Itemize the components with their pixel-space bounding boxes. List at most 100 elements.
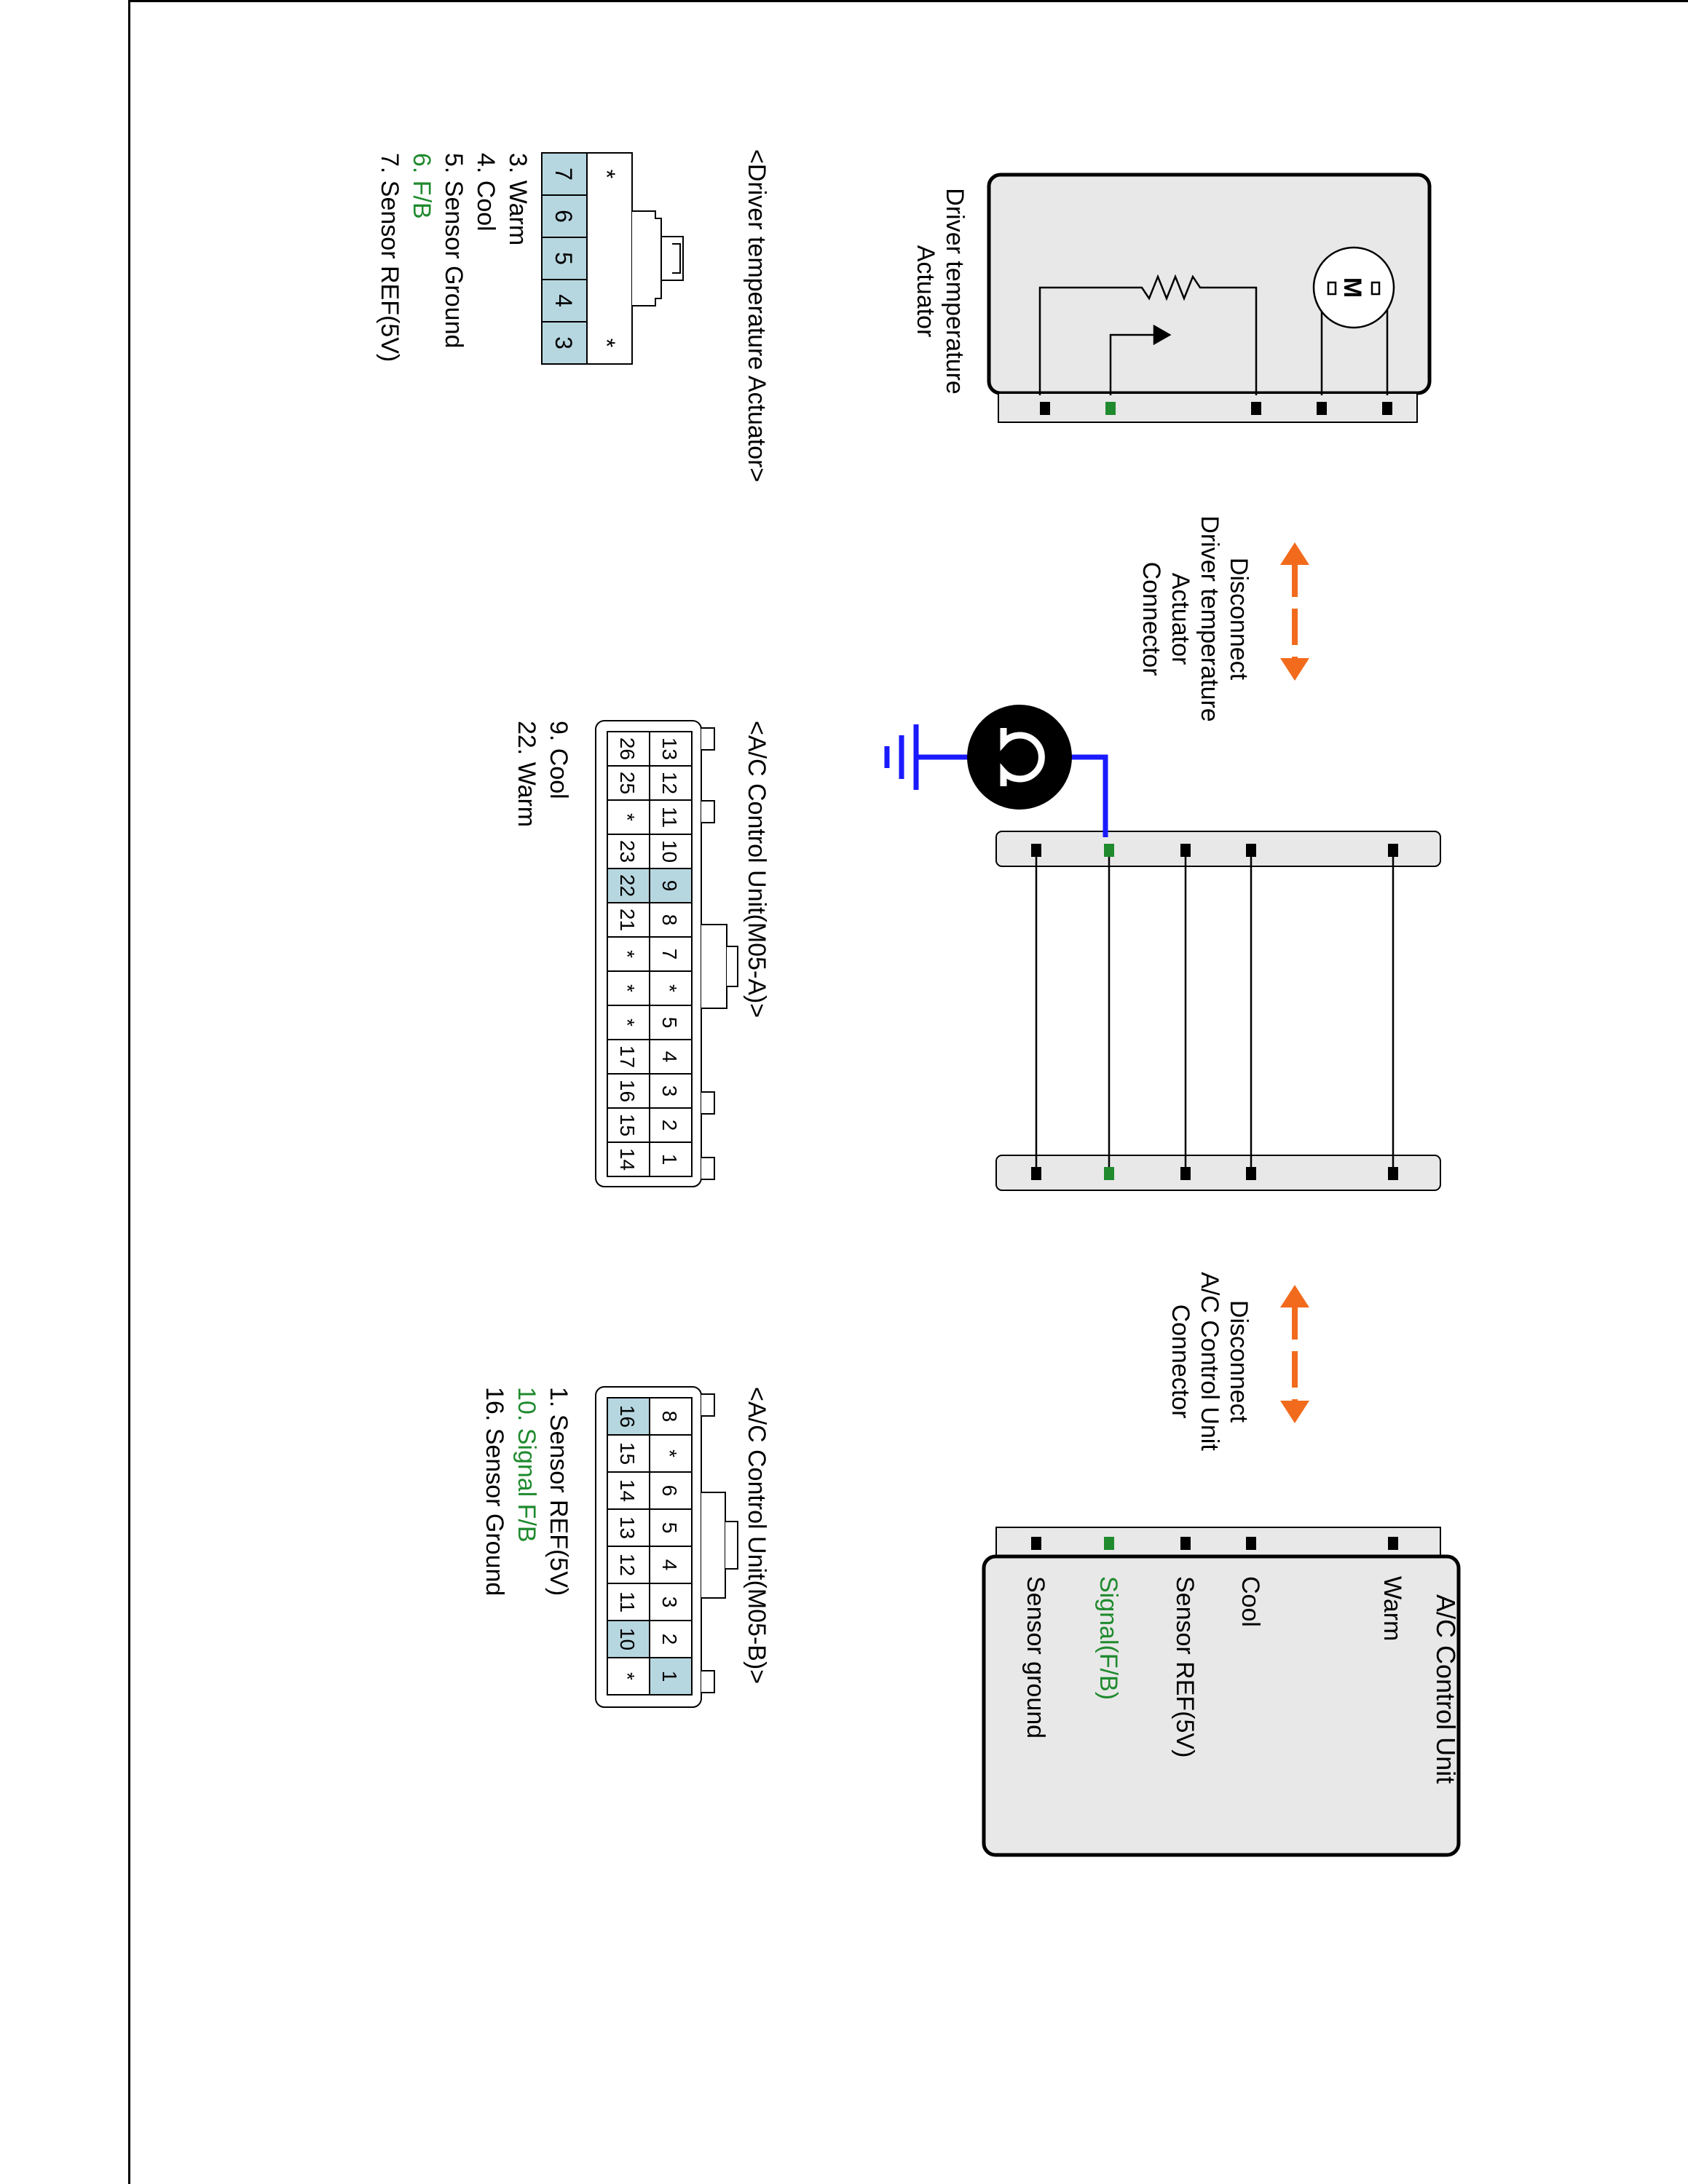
cu-pin-cool: Cool xyxy=(1237,1576,1264,1627)
pin-label: 8 xyxy=(658,1411,681,1423)
pin-label: 16 xyxy=(616,1080,639,1102)
pin-label: 14 xyxy=(616,1148,639,1171)
pin-label: 13 xyxy=(658,737,681,760)
disconnect1-line1: Disconnect xyxy=(1225,558,1253,681)
pin-label: 4 xyxy=(658,1051,681,1063)
svg-text:7. Sensor REF(5V): 7. Sensor REF(5V) xyxy=(376,153,403,362)
pin-7: 7 xyxy=(551,167,577,181)
pin-cell xyxy=(607,1657,650,1696)
pin-label: * xyxy=(616,1018,639,1026)
actuator-title-line1: Driver temperature xyxy=(941,188,969,394)
cu-pin-sensor-ground: Sensor ground xyxy=(1022,1576,1049,1738)
svg-text:9. Cool: 9. Cool xyxy=(545,721,572,799)
cu-pin-warm: Warm xyxy=(1379,1576,1406,1641)
motor-label: M xyxy=(1338,277,1366,298)
svg-text:16. Sensor Ground: 16. Sensor Ground xyxy=(481,1387,508,1596)
connector-actuator-title: <Driver temperature Actuator> xyxy=(743,149,770,482)
pin-star: * xyxy=(593,170,620,178)
pin-label: 10 xyxy=(658,840,681,863)
pin-label: 15 xyxy=(616,1442,639,1465)
svg-text:6. F/B: 6. F/B xyxy=(408,153,435,219)
pin-label: 5 xyxy=(658,1017,681,1029)
terminal xyxy=(1040,402,1050,415)
connector-m05a-legend: 9. Cool 22. Warm xyxy=(513,721,572,827)
disconnect1-line2: Driver temperature xyxy=(1196,515,1223,721)
wiring-harness xyxy=(995,831,1441,1191)
pin-label: 6 xyxy=(658,1485,681,1497)
pin-label: 25 xyxy=(616,772,639,794)
pin-label: 9 xyxy=(658,880,681,892)
ground-icon xyxy=(884,724,919,790)
pin-label: 1 xyxy=(658,1671,681,1682)
actuator-box: M xyxy=(987,173,1432,423)
actuator-terminals xyxy=(1040,402,1392,415)
terminal xyxy=(1317,402,1327,415)
pin-label: 1 xyxy=(658,1154,681,1166)
terminal xyxy=(1382,402,1392,415)
ohmmeter-icon xyxy=(916,705,1108,837)
pin-6: 6 xyxy=(551,210,577,223)
pin-label: * xyxy=(616,1672,639,1680)
pin-label: 10 xyxy=(616,1628,639,1650)
pin-label: 8 xyxy=(658,914,681,926)
disconnect2-line1: Disconnect xyxy=(1225,1300,1253,1423)
pin-label: 21 xyxy=(616,909,639,931)
connector-m05b-legend: 1. Sensor REF(5V) 10. Signal F/B 16. Sen… xyxy=(481,1387,572,1596)
terminal xyxy=(1251,402,1261,415)
connector-actuator-legend: 3. Warm 4. Cool 5. Sensor Ground 6. F/B … xyxy=(376,153,532,362)
control-unit-box xyxy=(982,1527,1461,1857)
svg-text:3. Warm: 3. Warm xyxy=(504,153,532,245)
pin-label: 12 xyxy=(616,1554,639,1576)
svg-text:10. Signal F/B: 10. Signal F/B xyxy=(513,1387,540,1543)
pin-label: 7 xyxy=(658,949,681,960)
pin-label: 13 xyxy=(616,1516,639,1539)
pin-label: 11 xyxy=(616,1591,639,1613)
svg-text:4. Cool: 4. Cool xyxy=(472,153,500,232)
pin-label: 11 xyxy=(658,807,681,828)
pin-label: 17 xyxy=(616,1045,639,1068)
pin-label: 5 xyxy=(658,1522,681,1534)
pin-label: * xyxy=(658,984,681,992)
pin-label: * xyxy=(616,984,639,992)
svg-text:5. Sensor Ground: 5. Sensor Ground xyxy=(440,153,468,348)
pin-label: * xyxy=(616,813,639,821)
pin-star: * xyxy=(593,339,620,347)
pin-label: 15 xyxy=(616,1114,639,1136)
pin-4: 4 xyxy=(551,294,577,307)
disconnect1-line4: Connector xyxy=(1137,562,1165,676)
cu-pin-sensor-ref: Sensor REF(5V) xyxy=(1171,1576,1199,1757)
connector-actuator: * * 7 6 5 4 3 xyxy=(541,152,684,365)
pin-label: 12 xyxy=(658,772,681,794)
potentiometer-icon xyxy=(1038,274,1258,395)
pin-cell xyxy=(607,1142,650,1177)
svg-text:22. Warm: 22. Warm xyxy=(513,721,540,827)
svg-text:1. Sensor REF(5V): 1. Sensor REF(5V) xyxy=(545,1387,572,1596)
pin-label: * xyxy=(616,950,639,958)
cu-pin-signal-fb: Signal(F/B) xyxy=(1095,1576,1122,1700)
pin-label: 2 xyxy=(658,1634,681,1645)
actuator-title-line2: Actuator xyxy=(912,245,939,338)
disconnect1-line3: Actuator xyxy=(1167,573,1194,665)
pin-label: 23 xyxy=(616,840,639,863)
pin-label: 2 xyxy=(658,1120,681,1131)
disconnect2-line2: A/C Control Unit xyxy=(1196,1272,1223,1451)
pin-label: 3 xyxy=(658,1085,681,1097)
pin-label: * xyxy=(658,1449,681,1457)
pin-label: 22 xyxy=(616,874,639,897)
pin-label: 16 xyxy=(616,1405,639,1428)
page-frame xyxy=(128,0,1688,2184)
terminal-feedback xyxy=(1105,402,1116,415)
pin-3: 3 xyxy=(551,336,577,349)
motor-icon xyxy=(1312,246,1395,395)
connector-m05b-title: <A/C Control Unit(M05-B)> xyxy=(743,1387,770,1684)
connector-m05a-title: <A/C Control Unit(M05-A)> xyxy=(743,721,770,1018)
connector-m05b: 8 * 6 5 4 3 2 1 16 15 14 13 12 11 10 * xyxy=(595,1386,738,1708)
disconnect-arrow-1 xyxy=(1280,542,1309,681)
pin-label: 14 xyxy=(616,1479,639,1502)
disconnect-arrow-2 xyxy=(1280,1285,1309,1423)
pin-label: 3 xyxy=(658,1597,681,1608)
control-unit-title: A/C Control Unit xyxy=(1431,1594,1461,1784)
pin-label: 4 xyxy=(658,1559,681,1571)
